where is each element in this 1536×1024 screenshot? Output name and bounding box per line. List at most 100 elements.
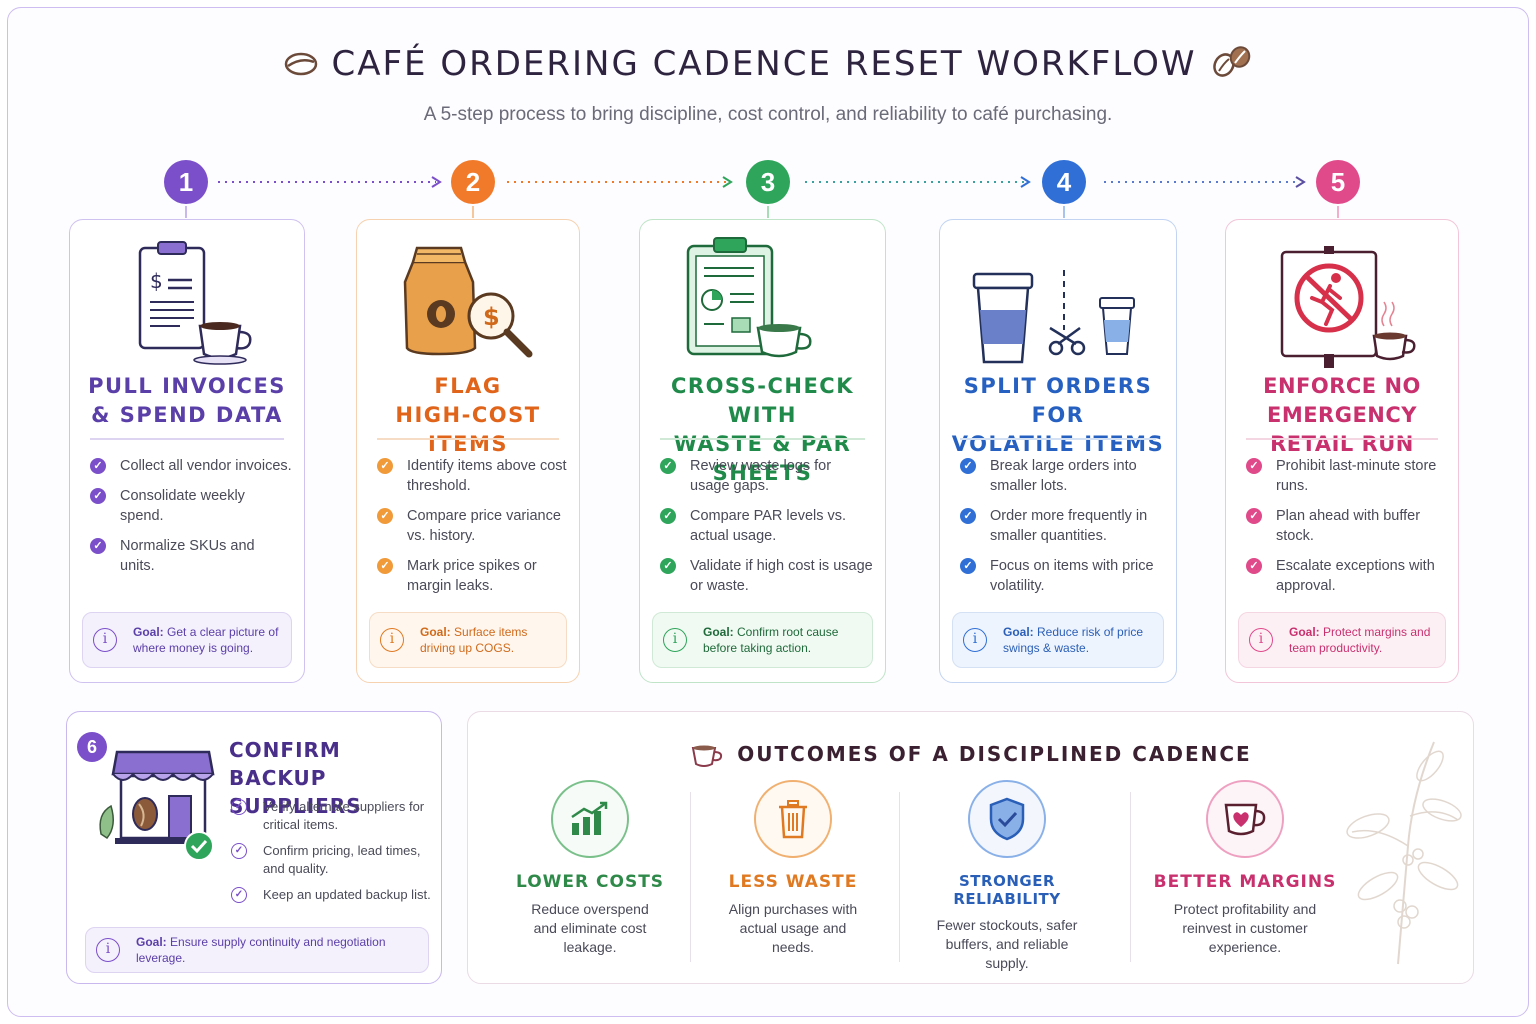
list-item: ✓Keep an updated backup list. xyxy=(231,886,431,904)
step-2-number: 2 xyxy=(451,160,495,204)
list-item: ✓Normalize SKUs and units. xyxy=(90,536,292,576)
outcome-title: LOWER COSTS xyxy=(515,872,665,892)
divider xyxy=(660,438,865,440)
list-item: ✓Review waste logs for usage gaps. xyxy=(660,456,873,496)
outcome-title: BETTER MARGINS xyxy=(1153,872,1337,892)
outcomes-heading: OUTCOMES OF A DISCIPLINED CADENCE xyxy=(468,742,1473,768)
outcome-less-waste: LESS WASTE Align purchases with actual u… xyxy=(693,780,893,957)
list-item: ✓Plan ahead with buffer stock. xyxy=(1246,506,1446,546)
list-item: ✓Identify items above cost threshold. xyxy=(377,456,567,496)
arrow-1-to-2 xyxy=(218,176,442,188)
arrow-3-to-4 xyxy=(805,176,1031,188)
list-item: ✓Consolidate weekly spend. xyxy=(90,486,292,526)
step-5-goal: i Goal: Protect margins and team product… xyxy=(1238,612,1446,668)
arrow-2-to-3 xyxy=(507,176,733,188)
outcome-text: Protect profitability and reinvest in cu… xyxy=(1173,901,1317,955)
page-title: CAFÉ ORDERING CADENCE RESET WORKFLOW xyxy=(0,44,1536,86)
divider xyxy=(960,438,1156,440)
step-1-number: 1 xyxy=(164,160,208,204)
trash-bin-icon xyxy=(754,780,832,858)
page-subtitle: A 5-step process to bring discipline, co… xyxy=(423,104,1113,125)
step-6-number: 6 xyxy=(77,732,107,762)
step-3-bullets: ✓Review waste logs for usage gaps. ✓Comp… xyxy=(660,456,873,606)
divider xyxy=(377,438,559,440)
check-icon: ✓ xyxy=(1246,508,1262,524)
step-2-goal: i Goal: Surface items driving up COGS. xyxy=(369,612,567,668)
outcomes-panel: OUTCOMES OF A DISCIPLINED CADENCE LOWER … xyxy=(467,711,1474,984)
check-icon: ✓ xyxy=(1246,458,1262,474)
list-item: ✓Collect all vendor invoices. xyxy=(90,456,292,476)
step-connector xyxy=(1063,206,1065,218)
step-1-goal: i Goal: Get a clear picture of where mon… xyxy=(82,612,292,668)
arrow-4-to-5 xyxy=(1104,176,1306,188)
check-icon: ✓ xyxy=(90,458,106,474)
list-item: ✓Mark price spikes or margin leaks. xyxy=(377,556,567,596)
check-icon: ✓ xyxy=(231,887,247,903)
check-icon: ✓ xyxy=(960,558,976,574)
outcome-separator xyxy=(690,792,691,962)
divider xyxy=(90,438,284,440)
list-item: ✓Verify alternate suppliers for critical… xyxy=(231,798,431,834)
coffee-beans-icon xyxy=(1210,45,1252,86)
list-item: ✓Order more frequently in smaller quanti… xyxy=(960,506,1164,546)
check-icon: ✓ xyxy=(377,558,393,574)
step-6-goal: i Goal: Ensure supply continuity and neg… xyxy=(85,927,429,973)
info-icon: i xyxy=(963,628,987,652)
coffee-cup-icon xyxy=(692,745,723,767)
divider xyxy=(1246,438,1438,440)
outcome-separator xyxy=(899,792,900,962)
info-icon: i xyxy=(96,938,120,962)
list-item: ✓Focus on items with price volatility. xyxy=(960,556,1164,596)
step-1-title: PULL INVOICES& SPEND DATA xyxy=(88,374,286,427)
check-icon: ✓ xyxy=(377,508,393,524)
info-icon: i xyxy=(663,628,687,652)
svg-text:$: $ xyxy=(483,303,500,331)
list-item: ✓Compare price variance vs. history. xyxy=(377,506,567,546)
check-icon: ✓ xyxy=(660,558,676,574)
svg-text:$: $ xyxy=(150,269,163,293)
step-3-number: 3 xyxy=(746,160,790,204)
no-running-sign-icon xyxy=(1226,236,1458,376)
growth-chart-icon xyxy=(551,780,629,858)
step-4-bullets: ✓Break large orders into smaller lots. ✓… xyxy=(960,456,1164,606)
step-4-number: 4 xyxy=(1042,160,1086,204)
outcome-text: Align purchases with actual usage and ne… xyxy=(728,901,858,955)
step-1-card: $ PULL INVOICES& SPEND DATA ✓Collect all… xyxy=(69,219,305,683)
heart-cup-icon xyxy=(1206,780,1284,858)
list-item: ✓Confirm pricing, lead times, and qualit… xyxy=(231,842,431,878)
outcome-lower-costs: LOWER COSTS Reduce overspend and elimina… xyxy=(490,780,690,957)
outcome-title: STRONGER RELIABILITY xyxy=(953,872,1061,908)
step-1-bullets: ✓Collect all vendor invoices. ✓Consolida… xyxy=(90,456,292,586)
step-2-bullets: ✓Identify items above cost threshold. ✓C… xyxy=(377,456,567,606)
check-icon: ✓ xyxy=(231,843,247,859)
step-connector xyxy=(1337,206,1339,218)
shield-check-icon xyxy=(968,780,1046,858)
outcome-better-margins: BETTER MARGINS Protect profitability and… xyxy=(1145,780,1345,957)
outcome-title: LESS WASTE xyxy=(728,872,858,892)
title-text: CAFÉ ORDERING CADENCE RESET WORKFLOW xyxy=(331,44,1197,84)
checklist-clipboard-icon xyxy=(640,236,885,376)
info-icon: i xyxy=(1249,628,1273,652)
list-item: ✓Prohibit last-minute store runs. xyxy=(1246,456,1446,496)
list-item: ✓Escalate exceptions with approval. xyxy=(1246,556,1446,596)
list-item: ✓Compare PAR levels vs. actual usage. xyxy=(660,506,873,546)
invoice-clipboard-icon: $ xyxy=(70,236,304,376)
step-connector xyxy=(767,206,769,218)
outcome-stronger-reliability: STRONGER RELIABILITY Fewer stockouts, sa… xyxy=(907,780,1107,973)
step-3-goal: i Goal: Confirm root cause before taking… xyxy=(652,612,873,668)
info-icon: i xyxy=(93,628,117,652)
check-icon: ✓ xyxy=(1246,558,1262,574)
check-icon: ✓ xyxy=(960,508,976,524)
list-item: ✓Validate if high cost is usage or waste… xyxy=(660,556,873,596)
step-4-goal: i Goal: Reduce risk of price swings & wa… xyxy=(952,612,1164,668)
storefront-icon xyxy=(95,734,225,868)
